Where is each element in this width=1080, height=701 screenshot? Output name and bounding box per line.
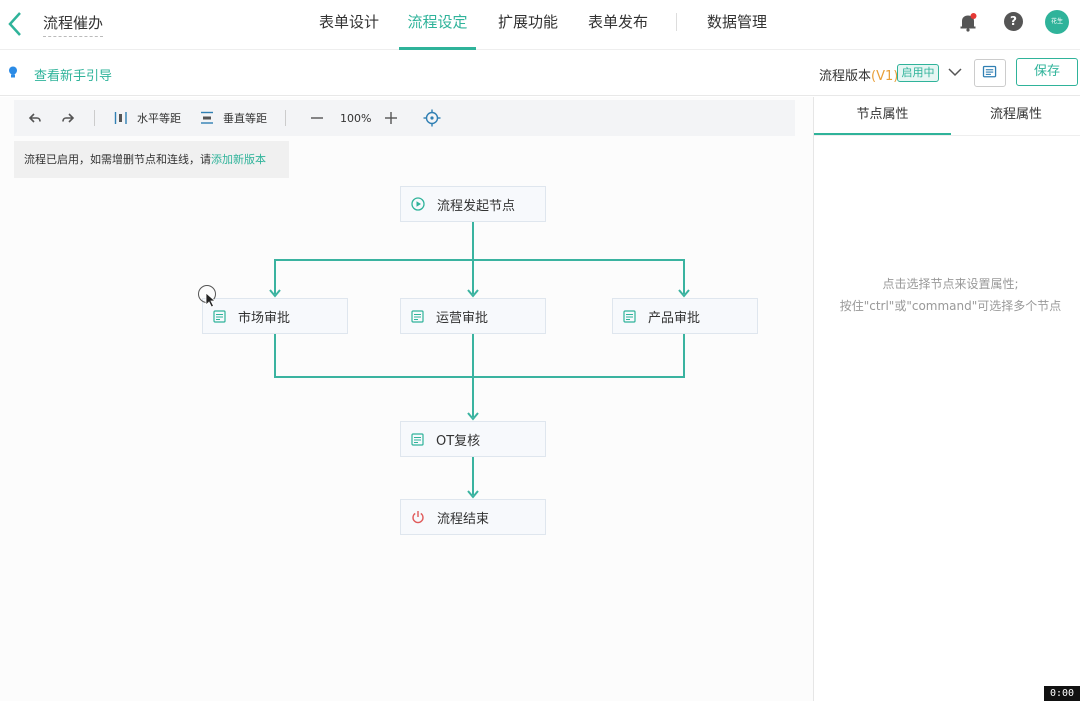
flow-canvas[interactable]: 水平等距 垂直等距 100% (0, 97, 813, 701)
panel-empty-hint: 点击选择节点来设置属性; 按住"ctrl"或"command"可选择多个节点 (814, 273, 1080, 317)
canvas-toolbar: 水平等距 垂直等距 100% (14, 100, 795, 136)
notice-text: 流程已启用，如需增删节点和连线，请 (24, 153, 211, 166)
save-button[interactable]: 保存 (1016, 58, 1078, 86)
tab-node-properties[interactable]: 节点属性 (814, 97, 951, 135)
horizontal-distribute-button[interactable]: 水平等距 (114, 100, 181, 136)
version-status-badge: 启用中 (897, 64, 939, 82)
version-label: 流程版本(V1) (819, 65, 898, 84)
vertical-distribute-label: 垂直等距 (223, 112, 267, 125)
nav-divider (676, 13, 677, 31)
app-title[interactable]: 流程催办 (43, 12, 104, 37)
zoom-level: 100% (340, 111, 372, 125)
approval-form-icon (623, 309, 636, 323)
mouse-pointer-icon (205, 292, 217, 308)
power-icon (412, 511, 424, 524)
ot-review-node[interactable]: OT复核 (400, 421, 546, 457)
ot-review-label: OT复核 (436, 433, 481, 449)
panel-tabs-divider (814, 135, 1080, 136)
flow-end-node[interactable]: 流程结束 (400, 499, 546, 535)
tab-flow-settings[interactable]: 流程设定 (399, 0, 476, 50)
avatar[interactable]: 花生 (1045, 10, 1069, 34)
lightbulb-icon (9, 66, 17, 78)
tab-data-management[interactable]: 数据管理 (707, 13, 768, 31)
toolbar-divider (94, 110, 95, 126)
flow-end-label: 流程结束 (437, 511, 490, 527)
ops-approval-node[interactable]: 运营审批 (400, 298, 546, 334)
flow-start-node[interactable]: 流程发起节点 (400, 186, 546, 222)
play-icon (411, 197, 425, 211)
plus-icon (385, 112, 397, 124)
tab-form-design[interactable]: 表单设计 (319, 13, 380, 31)
comment-button[interactable] (974, 59, 1006, 87)
version-dropdown-chevron-icon[interactable] (947, 66, 963, 78)
version-number: (V1) (871, 69, 899, 84)
locate-center-button[interactable] (423, 100, 441, 136)
tab-extensions[interactable]: 扩展功能 (498, 13, 559, 31)
add-version-link[interactable]: 添加新版本 (211, 153, 266, 166)
hint-line-1: 点击选择节点来设置属性; (882, 277, 1019, 291)
crosshair-icon (423, 109, 441, 127)
beginner-guide-link[interactable]: 查看新手引导 (34, 69, 113, 84)
flow-start-label: 流程发起节点 (437, 198, 516, 214)
vertical-distribute-icon (201, 111, 213, 124)
horizontal-distribute-label: 水平等距 (137, 112, 181, 125)
toolbar-divider (285, 110, 286, 126)
undo-icon (28, 113, 41, 123)
sub-toolbar: 查看新手引导 流程版本(V1) 启用中 保存 (0, 50, 1080, 96)
approval-form-icon (411, 432, 424, 446)
market-approval-label: 市场审批 (238, 310, 291, 326)
undo-button[interactable] (28, 100, 42, 136)
help-icon[interactable]: ? (1004, 12, 1023, 31)
flow-enabled-notice: 流程已启用，如需增删节点和连线，请添加新版本 (14, 141, 289, 178)
recording-timer: 0:00 (1044, 686, 1080, 701)
product-approval-node[interactable]: 产品审批 (612, 298, 758, 334)
market-approval-node[interactable]: 市场审批 (202, 298, 348, 334)
product-approval-label: 产品审批 (648, 310, 701, 326)
avatar-text: 花生 (1050, 18, 1063, 25)
tab-form-publish[interactable]: 表单发布 (588, 13, 649, 31)
tab-flow-properties[interactable]: 流程属性 (989, 107, 1042, 122)
vertical-distribute-button[interactable]: 垂直等距 (200, 100, 267, 136)
zoom-in-button[interactable] (384, 100, 398, 136)
approval-form-icon (213, 309, 226, 323)
zoom-out-button[interactable] (310, 100, 324, 136)
hint-line-2: 按住"ctrl"或"command"可选择多个节点 (839, 299, 1062, 313)
comment-icon (982, 65, 997, 78)
bell-icon[interactable] (958, 12, 978, 32)
redo-button[interactable] (61, 100, 75, 136)
redo-icon (62, 113, 75, 123)
horizontal-distribute-icon (114, 112, 127, 124)
approval-form-icon (411, 309, 424, 323)
minus-icon (311, 117, 323, 119)
top-bar: 流程催办 表单设计 流程设定 扩展功能 表单发布 数据管理 ? 花生 (0, 0, 1080, 50)
properties-panel: 节点属性 流程属性 点击选择节点来设置属性; 按住"ctrl"或"command… (813, 97, 1080, 701)
version-prefix: 流程版本 (819, 69, 872, 84)
flow-connectors (269, 222, 690, 499)
back-chevron-icon[interactable] (6, 10, 24, 38)
ops-approval-label: 运营审批 (436, 310, 489, 326)
